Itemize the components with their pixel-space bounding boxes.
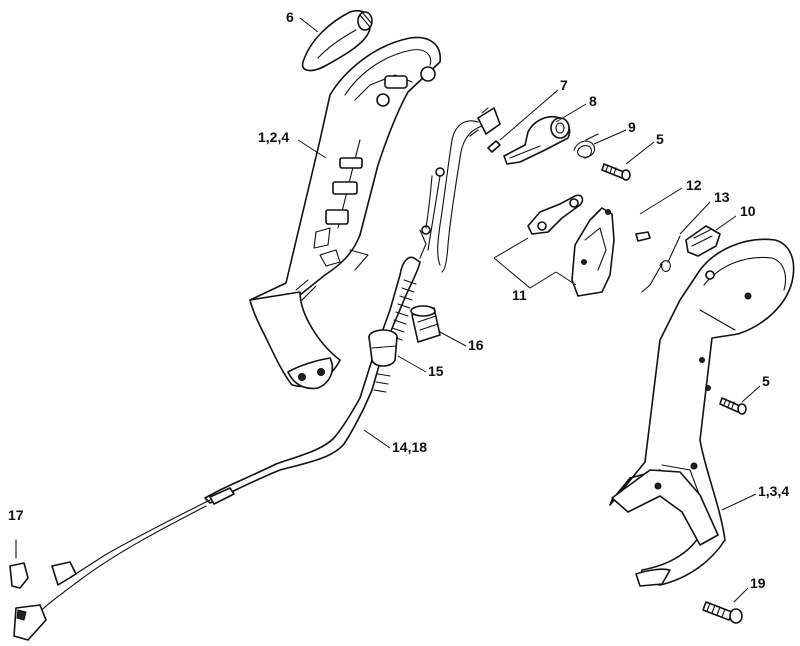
part-15-cable-grommet (368, 329, 398, 367)
callout-9: 9 (628, 119, 636, 135)
part-16-grommet (410, 305, 441, 343)
callout-15: 15 (428, 363, 444, 379)
part-19-screw (702, 601, 743, 624)
callout-7: 7 (560, 77, 568, 93)
callout-11: 11 (512, 287, 527, 303)
callout-5-upper: 5 (656, 131, 664, 147)
part-9-spring (573, 133, 599, 159)
part-7-pin (487, 140, 501, 153)
callout-13: 13 (714, 189, 730, 205)
part-8-throttle-lever (503, 116, 571, 165)
part-1-3-4-right-handle-half (609, 238, 795, 587)
callout-5-lower: 5 (762, 373, 770, 389)
callout-8: 8 (589, 93, 597, 109)
leader-lines (297, 17, 761, 603)
part-5-screw-upper (601, 163, 631, 181)
part-5-screw-lower (719, 397, 747, 415)
part-14-18-cable (13, 175, 433, 641)
part-6-trigger-lever (301, 10, 373, 72)
callout-6: 6 (286, 9, 294, 25)
wire-harness (427, 107, 501, 273)
callout-16: 16 (468, 337, 484, 353)
part-1-2-4-left-handle-half (249, 36, 441, 390)
part-10-lock-button (685, 225, 721, 257)
callout-1-2-4: 1,2,4 (258, 129, 289, 145)
callout-12: 12 (686, 177, 702, 193)
callout-17: 17 (8, 507, 24, 523)
callout-14-18: 14,18 (392, 439, 427, 455)
part-13-spring (641, 235, 681, 293)
part-17-clip (9, 539, 29, 589)
callout-19: 19 (750, 575, 766, 591)
part-11-lockout-assembly (493, 194, 615, 297)
callout-1-3-4: 1,3,4 (758, 483, 789, 499)
callout-10: 10 (740, 203, 756, 219)
part-12-pin (635, 231, 651, 242)
